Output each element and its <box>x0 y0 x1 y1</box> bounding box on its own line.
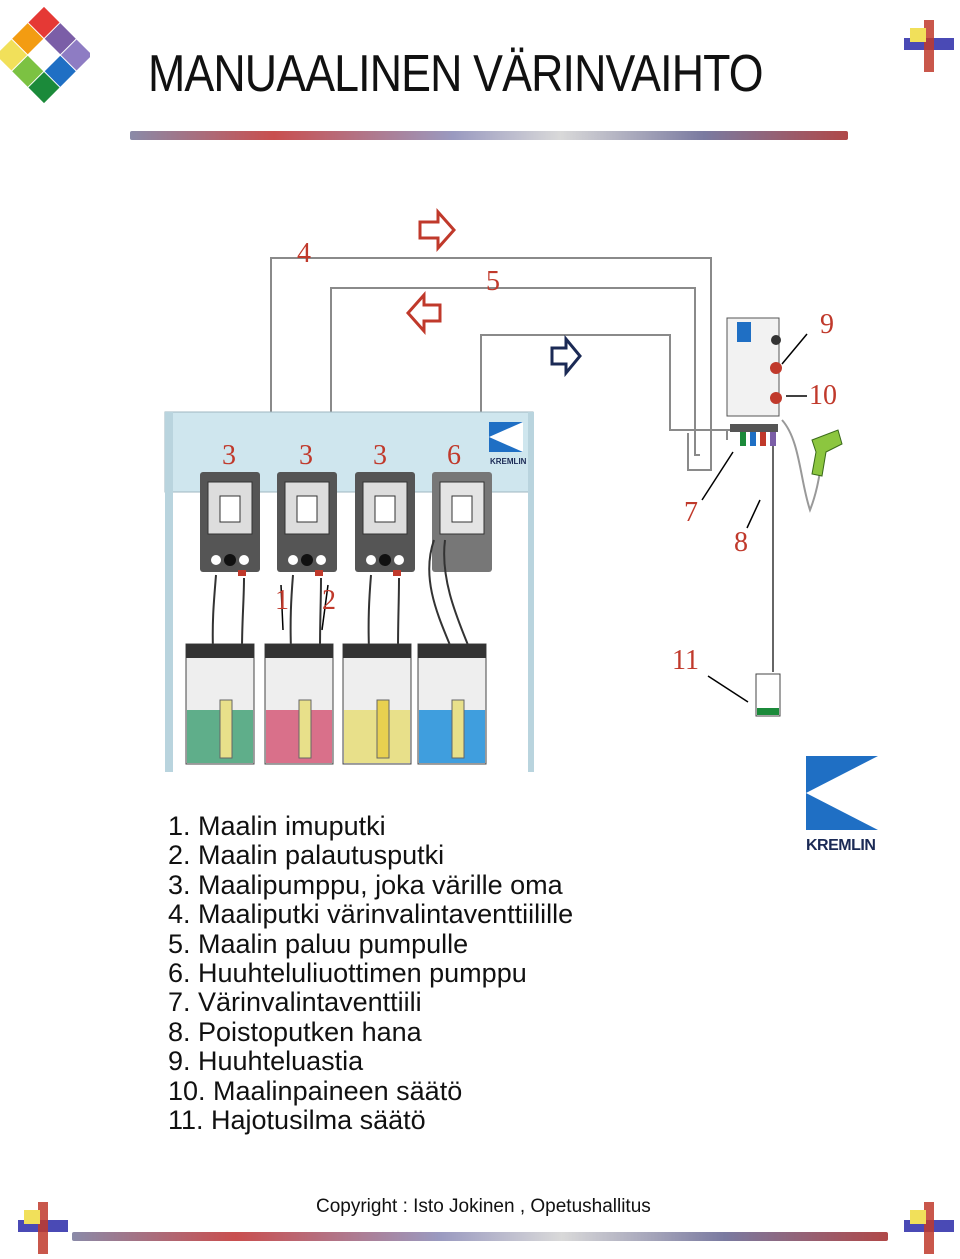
legend-item: 4. Maaliputki värinvalintaventtiilille <box>168 899 574 930</box>
kremlin-logo-mark-icon <box>806 756 878 830</box>
large-logo-text: KREMLIN <box>806 837 876 854</box>
paint-tank-3 <box>342 643 412 765</box>
flow-arrow-left <box>405 291 442 335</box>
callout-7: 7 <box>684 497 698 528</box>
legend-list: 1. Maalin imuputki 2. Maalin palautusput… <box>168 811 574 1136</box>
flow-arrow-right-1 <box>418 208 457 252</box>
callout-1: 1 <box>275 585 289 616</box>
flow-arrow-right-2 <box>550 334 582 378</box>
color-diamond-logo <box>0 6 90 104</box>
title-divider <box>130 131 848 140</box>
callout-3-pump3: 3 <box>373 440 387 471</box>
legend-item: 7. Värinvalintaventtiili <box>168 987 422 1018</box>
legend-item: 2. Maalin palautusputki <box>168 840 445 871</box>
legend-item: 1. Maalin imuputki <box>168 811 386 841</box>
copyright-text: Copyright : Isto Jokinen , Opetushallitu… <box>316 1196 651 1217</box>
small-logo-text: KREMLIN <box>490 457 527 466</box>
callout-10: 10 <box>809 380 837 411</box>
pump-3 <box>355 472 415 576</box>
legend-item: 3. Maalipumppu, joka värille oma <box>168 869 563 900</box>
drain-container <box>755 673 781 717</box>
paint-tank-2 <box>264 643 334 765</box>
cross-decoration-icon <box>904 20 954 72</box>
spray-gun-icon <box>811 429 843 477</box>
pipe-network <box>270 257 730 471</box>
legend-item: 11. Hajotusilma säätö <box>168 1105 426 1136</box>
pump-2 <box>277 472 337 576</box>
leader-lines <box>280 333 808 703</box>
cabinet-post-left <box>165 412 173 772</box>
legend-item: 5. Maalin paluu pumpulle <box>168 928 469 959</box>
page-title: MANUAALINEN VÄRINVAIHTO <box>148 45 764 103</box>
paint-system-diagram: KREMLIN <box>164 208 843 772</box>
kremlin-logo-small: KREMLIN <box>489 422 527 466</box>
callout-9: 9 <box>820 309 834 340</box>
solvent-tank <box>417 643 487 765</box>
suction-hoses <box>211 539 471 651</box>
legend-item: 8. Poistoputken hana <box>168 1016 422 1047</box>
paint-tank-1 <box>185 643 255 765</box>
legend-item: 9. Huuhteluastia <box>168 1046 364 1077</box>
solvent-pump <box>432 472 492 572</box>
color-change-valve-unit <box>726 317 782 446</box>
cross-decoration-icon <box>904 1202 954 1254</box>
callout-4: 4 <box>297 238 311 269</box>
legend-item: 6. Huuhteluliuottimen pumppu <box>168 958 527 989</box>
callout-5: 5 <box>486 266 500 297</box>
callout-6: 6 <box>447 440 461 471</box>
callout-3-pump1: 3 <box>222 440 236 471</box>
legend-item: 10. Maalinpaineen säätö <box>168 1075 463 1106</box>
cabinet-post-right <box>528 412 534 772</box>
callout-2: 2 <box>322 585 336 616</box>
callout-11: 11 <box>672 645 699 676</box>
callout-8: 8 <box>734 527 748 558</box>
kremlin-logo-large: KREMLIN <box>806 756 880 856</box>
callout-3-pump2: 3 <box>299 440 313 471</box>
pump-1 <box>200 472 260 576</box>
cross-decoration-icon <box>18 1202 68 1254</box>
footer-divider <box>72 1232 888 1241</box>
